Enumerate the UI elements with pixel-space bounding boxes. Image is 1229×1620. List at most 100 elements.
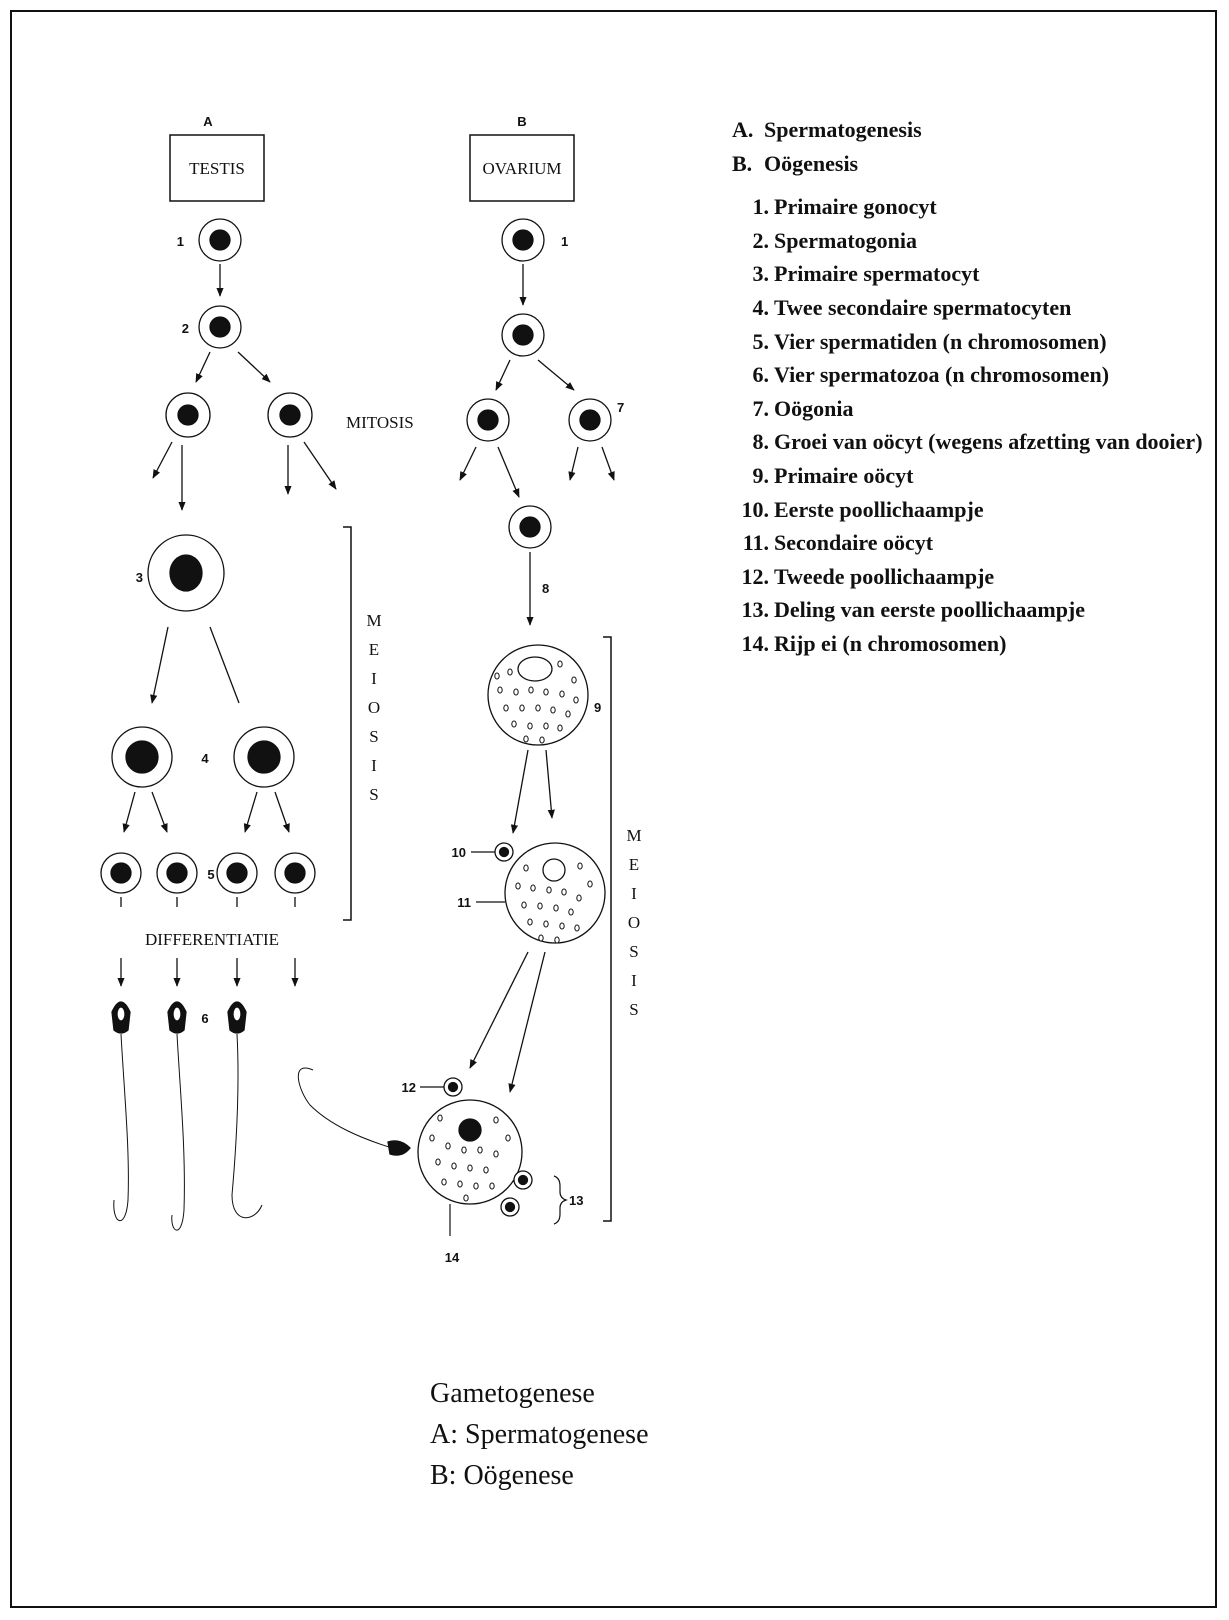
legend-item: 5.Vier spermatiden (n chromosomen) <box>732 325 1212 359</box>
figure-caption: Gametogenese A: Spermatogenese B: Oögene… <box>430 1373 649 1496</box>
legend-item: 3.Primaire spermatocyt <box>732 257 1212 291</box>
legend-num: 14. <box>732 627 774 661</box>
arrow <box>498 447 519 497</box>
arrow <box>496 360 510 390</box>
legend-text: Secondaire oöcyt <box>774 526 1212 560</box>
nucleus <box>170 555 202 591</box>
arrow <box>152 627 168 703</box>
legend-num: 13. <box>732 593 774 627</box>
arrow <box>196 352 210 382</box>
spermatogenesis-column <box>101 219 410 1230</box>
nucleus <box>178 405 198 425</box>
legend-num: 7. <box>732 392 774 426</box>
mature-egg-cell <box>418 1100 522 1204</box>
differentiatie-label: DIFFERENTIATIE <box>145 930 279 949</box>
legend: A.Spermatogenesis B.Oögenesis 1.Primaire… <box>732 113 1212 661</box>
meiosis-letter: M <box>626 826 641 845</box>
nucleus <box>210 230 230 250</box>
legend-num: 5. <box>732 325 774 359</box>
arrow <box>153 442 172 478</box>
meiosis-letter: I <box>631 884 637 903</box>
legend-text: Vier spermatozoa (n chromosomen) <box>774 358 1212 392</box>
nucleus <box>513 230 533 250</box>
label-7: 7 <box>617 400 624 415</box>
label-3: 3 <box>136 570 143 585</box>
legend-text: Oögenesis <box>764 147 858 181</box>
legend-item: 11.Secondaire oöcyt <box>732 526 1212 560</box>
label-10: 10 <box>452 845 466 860</box>
sperm-head <box>388 1141 410 1155</box>
nucleus <box>210 317 230 337</box>
caption-line-b: B: Oögenese <box>430 1455 649 1496</box>
meiosis-letter: S <box>369 727 378 746</box>
meiosis-letter: S <box>629 1000 638 1019</box>
label-11: 11 <box>457 895 471 910</box>
arrow <box>304 442 336 489</box>
legend-num: 10. <box>732 493 774 527</box>
nucleus <box>478 410 498 430</box>
legend-item: 13.Deling van eerste poollichaampje <box>732 593 1212 627</box>
legend-section: A.Spermatogenesis <box>732 113 1212 147</box>
meiosis-letter: E <box>369 640 379 659</box>
egg-nucleus <box>459 1119 481 1141</box>
arrow <box>124 792 135 832</box>
ovarium-label: OVARIUM <box>482 159 561 178</box>
label-1a: 1 <box>177 234 184 249</box>
brace-13 <box>554 1176 566 1224</box>
legend-text: Groei van oöcyt (wegens afzetting van do… <box>774 425 1212 459</box>
arrow <box>538 360 574 390</box>
mitosis-label: MITOSIS <box>346 413 414 432</box>
sperm-tail <box>298 1068 392 1148</box>
meiosis-letter: I <box>371 669 377 688</box>
legend-text: Spermatogenesis <box>764 113 922 147</box>
legend-item: 4.Twee secondaire spermatocyten <box>732 291 1212 325</box>
line <box>210 627 239 703</box>
spermatozoon <box>228 1002 262 1218</box>
legend-item: 10.Eerste poollichaampje <box>732 493 1212 527</box>
nucleus <box>500 848 509 857</box>
legend-section: B.Oögenesis <box>732 147 1212 181</box>
arrow <box>570 447 578 480</box>
legend-text: Vier spermatiden (n chromosomen) <box>774 325 1212 359</box>
legend-text: Primaire spermatocyt <box>774 257 1212 291</box>
label-14: 14 <box>445 1250 460 1265</box>
legend-item: 1.Primaire gonocyt <box>732 190 1212 224</box>
arrow <box>470 952 528 1068</box>
arrow <box>602 447 614 480</box>
arrow <box>460 447 476 480</box>
meiosis-letter: M <box>366 611 381 630</box>
legend-num: 4. <box>732 291 774 325</box>
legend-text: Primaire gonocyt <box>774 190 1212 224</box>
nucleus <box>520 517 540 537</box>
panel-a-letter: A <box>203 114 213 129</box>
testis-label: TESTIS <box>189 159 245 178</box>
legend-text: Deling van eerste poollichaampje <box>774 593 1212 627</box>
label-5: 5 <box>207 867 214 882</box>
caption-line-a: A: Spermatogenese <box>430 1414 649 1455</box>
caption-title: Gametogenese <box>430 1373 649 1414</box>
oogenesis-column <box>418 219 614 1216</box>
nucleus <box>506 1203 515 1212</box>
legend-num: 3. <box>732 257 774 291</box>
meiosis-letter: I <box>631 971 637 990</box>
legend-text: Rijp ei (n chromosomen) <box>774 627 1212 661</box>
arrow <box>513 750 528 833</box>
legend-item: 14.Rijp ei (n chromosomen) <box>732 627 1212 661</box>
nucleus <box>580 410 600 430</box>
legend-item: 9.Primaire oöcyt <box>732 459 1212 493</box>
oocyte-nucleus <box>543 859 565 881</box>
legend-text: Eerste poollichaampje <box>774 493 1212 527</box>
legend-item: 6.Vier spermatozoa (n chromosomen) <box>732 358 1212 392</box>
legend-num: 11. <box>732 526 774 560</box>
label-9: 9 <box>594 700 601 715</box>
arrow <box>238 352 270 382</box>
legend-text: Twee secondaire spermatocyten <box>774 291 1212 325</box>
arrow <box>245 792 257 832</box>
meiosis-letter: E <box>629 855 639 874</box>
nucleus <box>126 741 158 773</box>
legend-num: 2. <box>732 224 774 258</box>
meiosis-letter: S <box>629 942 638 961</box>
legend-text: Spermatogonia <box>774 224 1212 258</box>
legend-num: 12. <box>732 560 774 594</box>
nucleus <box>167 863 187 883</box>
